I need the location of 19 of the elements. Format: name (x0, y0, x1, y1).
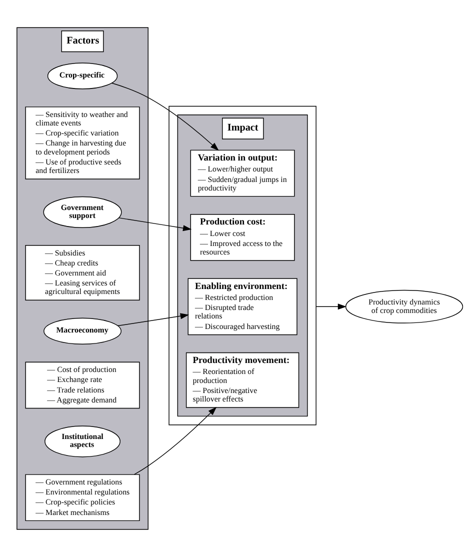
node-ellipse: Government support (43, 196, 122, 228)
node-ellipse: Crop-specific (47, 62, 118, 89)
arrow (117, 312, 190, 326)
node-box: Variation in output: — Lower/higher output — Sudden/gradual jumps in productivity (190, 149, 295, 196)
node-ellipse: Macroeconomy (44, 317, 122, 344)
node-box: — Subsidies — Cheap credits — Government aid — Leasing services of agricultural equipments (25, 244, 140, 300)
arrow (316, 303, 347, 310)
node-ellipse: Productivity dynamics of crop commodities (345, 289, 464, 323)
node-box: — Sensitivity to weather and climate events — Crop-specific variation — Change in harvesting due to development periods — Use of productive seeds and fertilizers (25, 106, 140, 179)
node-box: Production cost: — Lower cost — Improved access to the resources (190, 213, 295, 260)
node-ellipse: Institutional aspects (44, 425, 120, 457)
node-box: — Cost of production — Exchange rate — Trade relations — Aggregate demand (25, 361, 140, 408)
arrow (134, 406, 217, 474)
node-box: Enabling environment: — Restricted production — Disrupted trade relations — Discouraged harvesting (188, 278, 298, 335)
arrow (118, 216, 192, 231)
node-box: Productivity movement: — Reorientation of production — Positive/negative spillover effects (186, 352, 300, 408)
node-box: — Government regulations — Environmental regulations — Crop-specific policies — Market mechanisms (25, 474, 140, 521)
cluster (168, 105, 316, 425)
arrow (111, 82, 219, 150)
